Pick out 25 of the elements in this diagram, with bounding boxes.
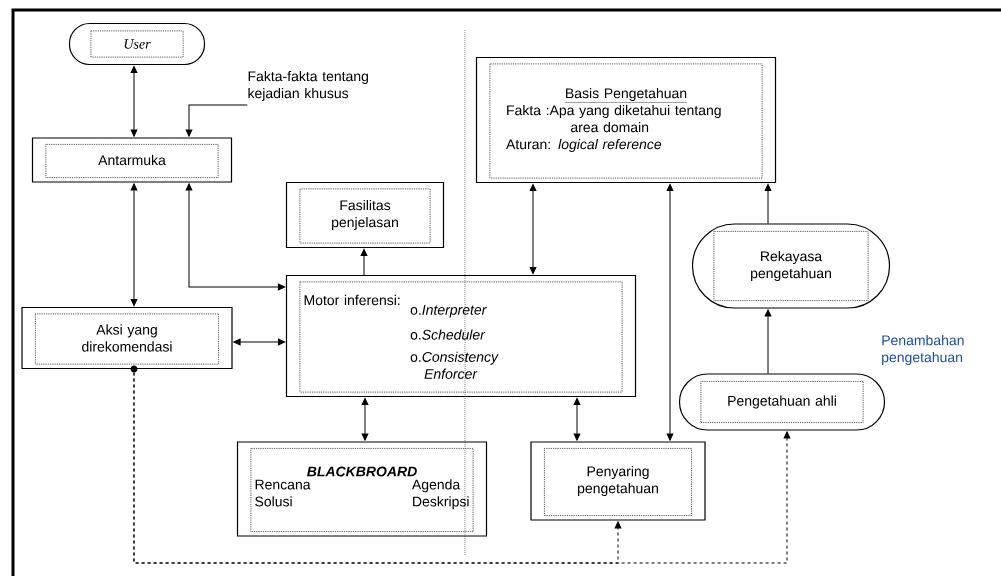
annotation-text: Penambahan pengetahuan (882, 335, 964, 366)
dashed-arrow (133, 372, 791, 564)
arrow (764, 183, 772, 224)
terminal-box: User (68, 22, 206, 66)
terminal-box: Rekayasa pengetahuan (691, 223, 891, 309)
arrow (233, 338, 286, 346)
arrow (573, 397, 581, 441)
arrow (529, 183, 537, 275)
terminal-box: Pengetahuan ahli (678, 373, 886, 431)
process-box: Fasilitas penjelasan (285, 181, 445, 249)
process-box: Antarmuka (31, 137, 233, 183)
arrow (130, 65, 138, 137)
arrow (185, 104, 248, 137)
note-text: Fakta-fakta tentang kejadian khusus (248, 71, 368, 101)
process-box: BLACKBROARD Rencana Agenda Solusi Deskripsi (236, 441, 488, 537)
arrow (666, 183, 674, 441)
arrow (360, 248, 368, 276)
arrow (130, 183, 138, 307)
process-box: Basis Pengetahuan Fakta :Apa yang diketahui tentang area domain Aturan: logical reference (475, 56, 777, 184)
arrow (361, 397, 369, 441)
arrow (185, 183, 286, 291)
arrow (764, 309, 772, 374)
process-box: Aksi yang direkomendasi (21, 306, 233, 373)
process-box: Motor inferensi: o.Interpreter o.Scheduler o.Consistency Enforcer (285, 274, 637, 398)
process-box: Penyaring pengetahuan (530, 441, 706, 521)
